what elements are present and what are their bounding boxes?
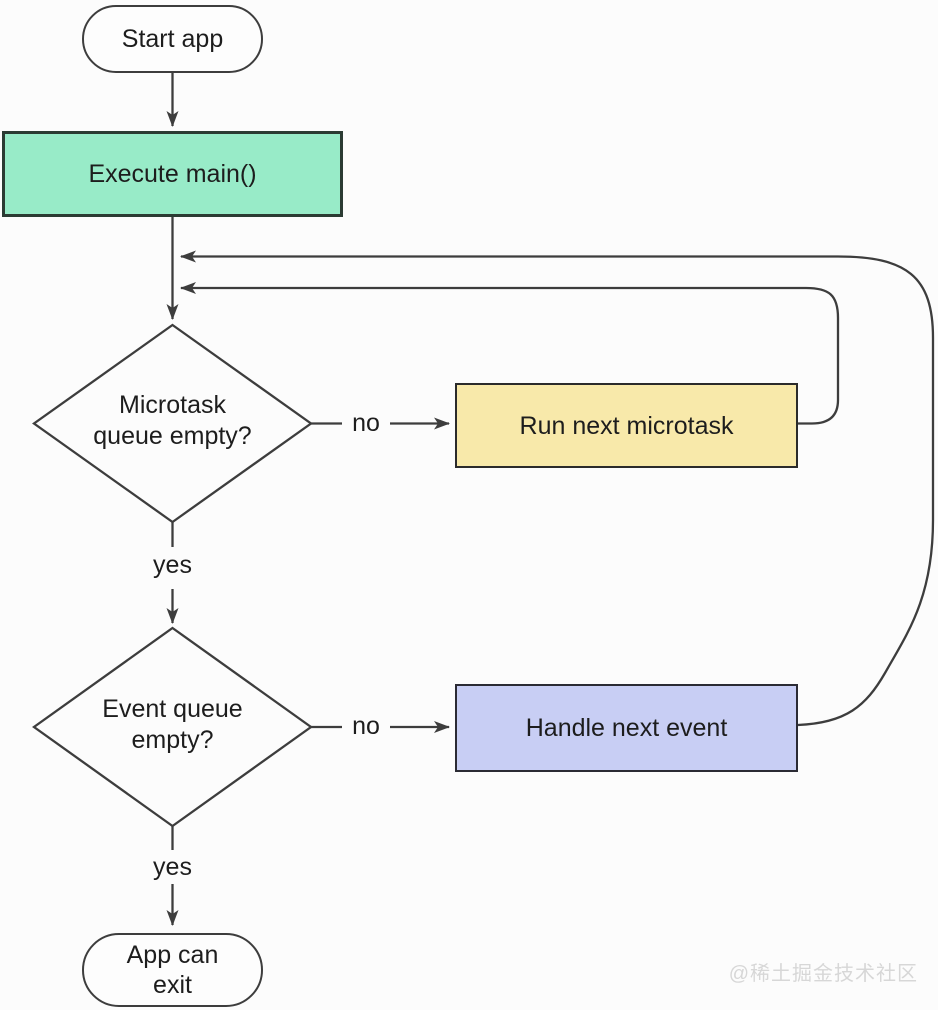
node-run-next-microtask-label: Run next microtask: [519, 411, 734, 440]
node-microtask-decision-label: Microtask queue empty?: [42, 390, 303, 452]
node-run-next-microtask: Run next microtask: [455, 383, 798, 468]
node-app-can-exit-label: App can exit: [127, 940, 219, 1000]
microtask-decision-line2: queue empty?: [93, 422, 252, 450]
edge-microtask-loopback: [180, 282, 840, 425]
node-execute-main: Execute main(): [2, 131, 343, 217]
node-start-label: Start app: [121, 25, 224, 53]
node-handle-next-event-label: Handle next event: [525, 714, 728, 742]
label-microtask-yes: yes: [153, 551, 192, 579]
node-start: Start app: [82, 5, 263, 73]
edge-event-loopback: [180, 250, 935, 727]
node-event-decision-label: Event queue empty?: [42, 694, 303, 756]
watermark: @稀土掘金技术社区: [728, 963, 918, 985]
app-exit-line2: exit: [153, 971, 192, 999]
label-event-yes: yes: [153, 853, 192, 881]
node-execute-main-label: Execute main(): [88, 160, 257, 188]
label-event-no: no: [352, 712, 380, 740]
event-decision-line1: Event queue: [102, 695, 243, 723]
label-microtask-no: no: [352, 409, 380, 437]
node-app-can-exit: App can exit: [82, 933, 263, 1007]
node-handle-next-event: Handle next event: [455, 684, 798, 772]
event-decision-line2: empty?: [131, 726, 214, 754]
microtask-decision-line1: Microtask: [119, 391, 226, 419]
app-exit-line1: App can: [126, 941, 219, 969]
